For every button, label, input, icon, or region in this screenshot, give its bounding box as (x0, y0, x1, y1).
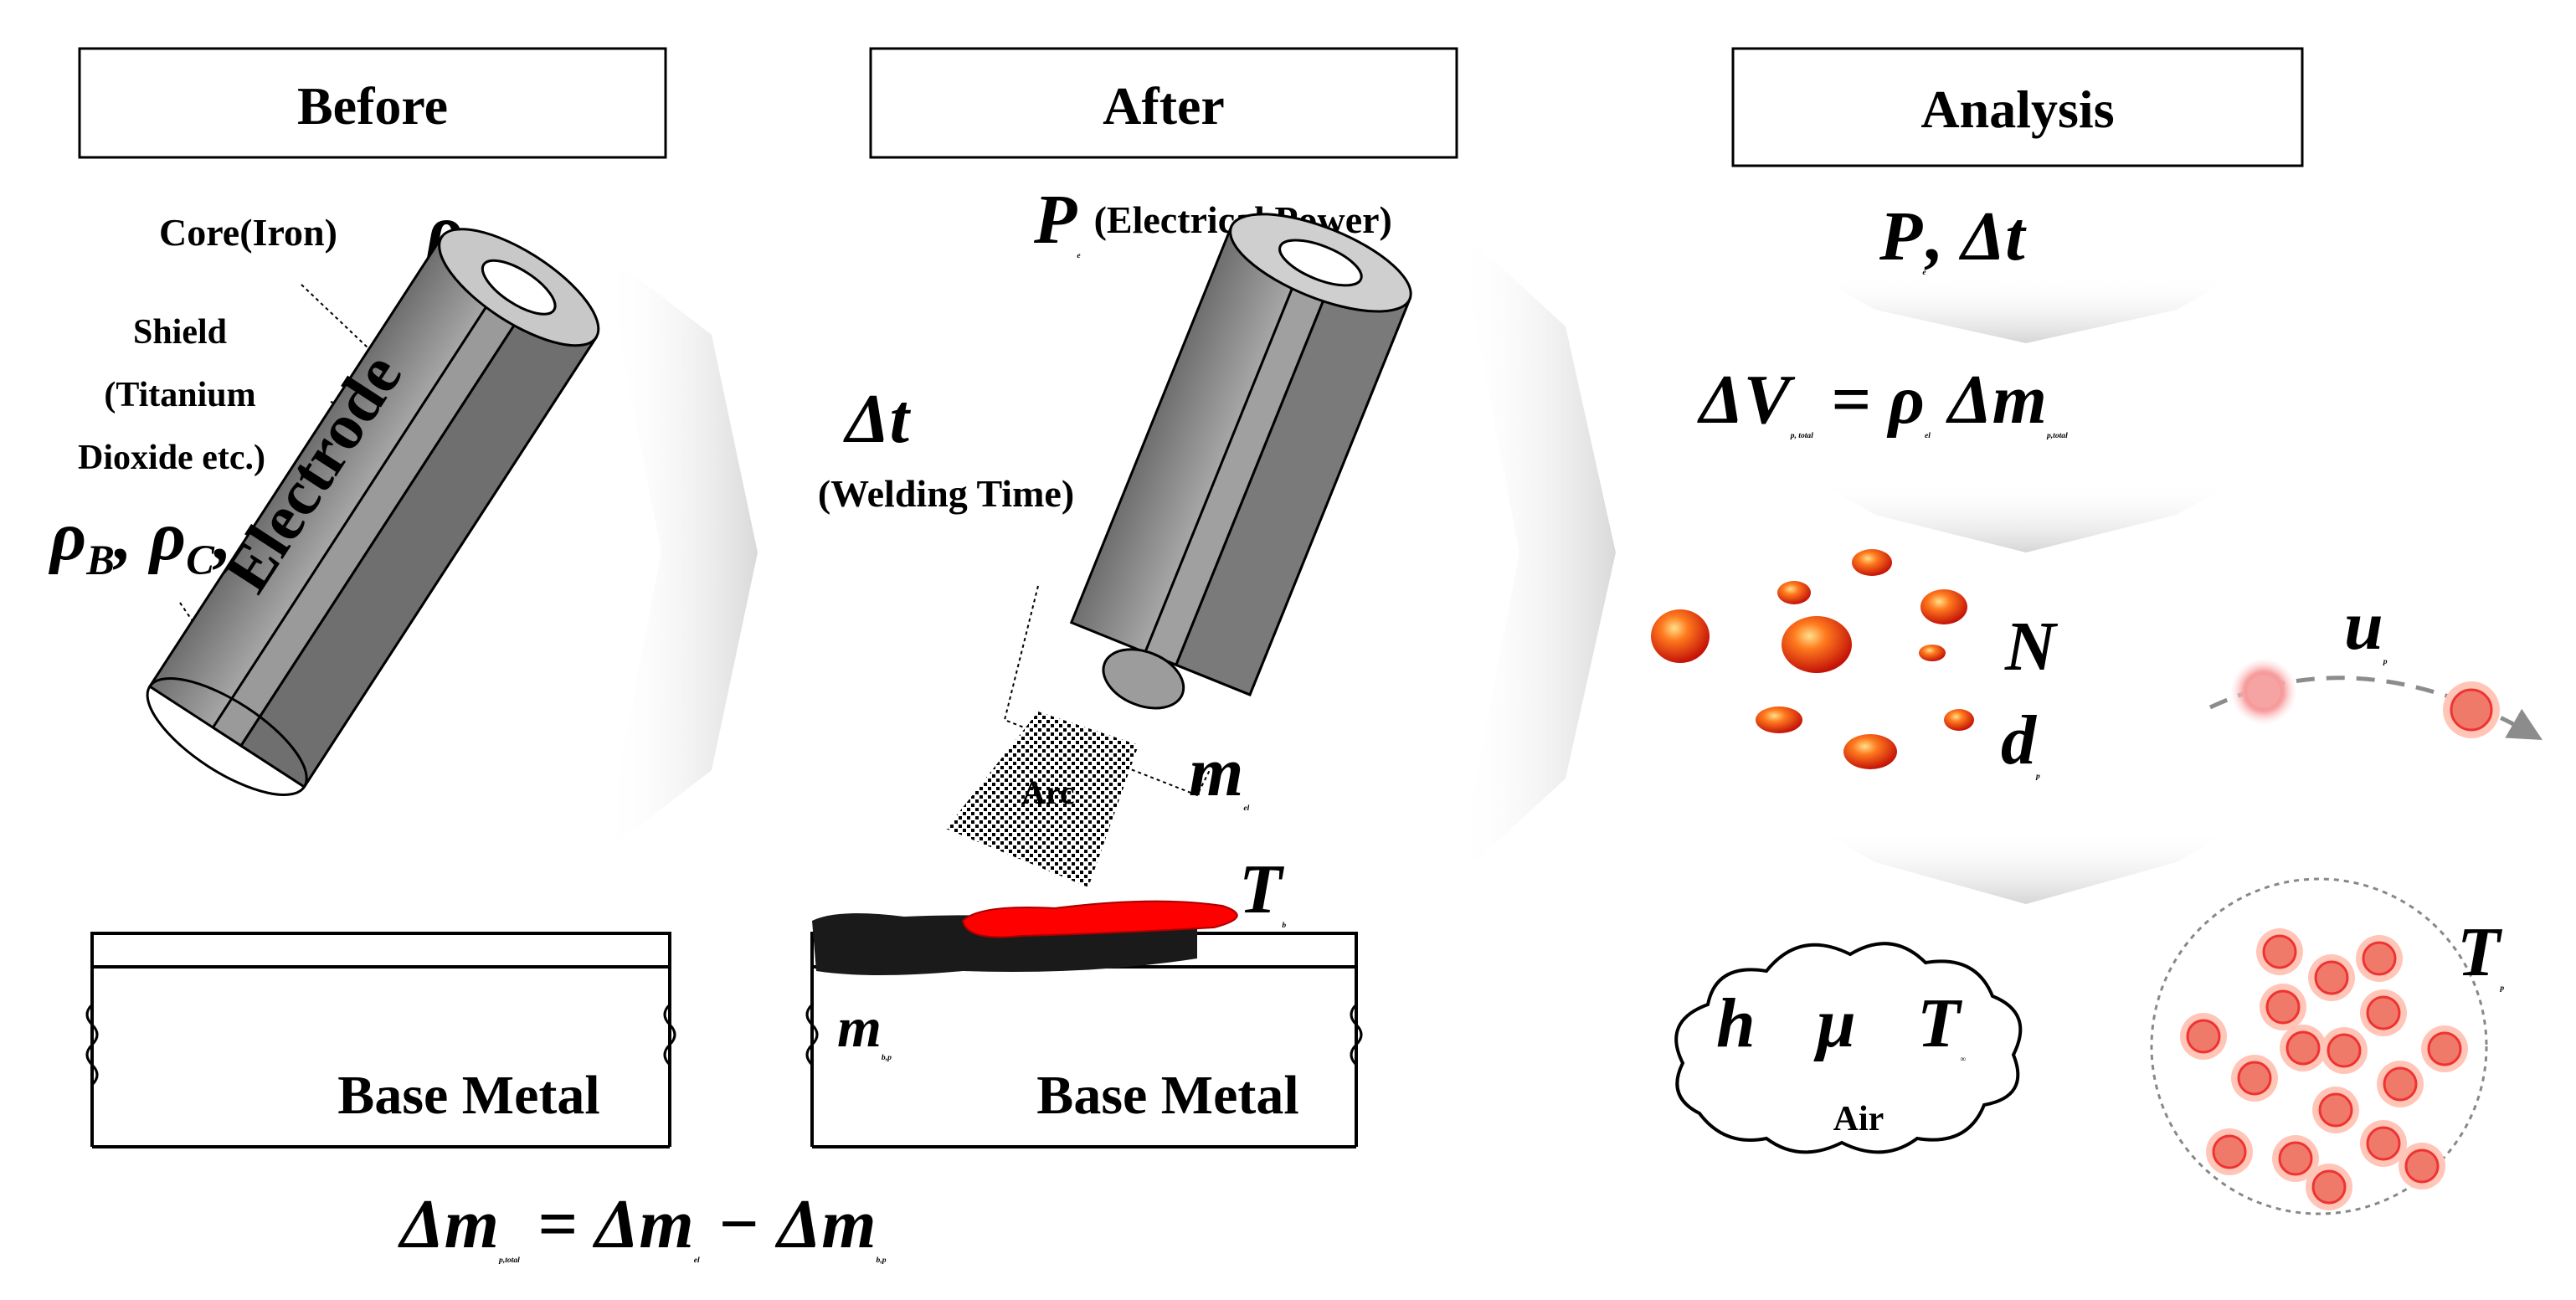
shield-label-1: Shield (133, 313, 227, 352)
arc-spray: Arc (946, 712, 1139, 887)
analysis-inputs: Pe, Δt (1879, 198, 2027, 277)
header-after: After (869, 47, 1458, 159)
shield-label-2: (Titanium (104, 376, 255, 414)
before-panel: Core(Iron) ρA Shield (Titanium Dioxide e… (48, 191, 676, 1148)
svg-text:Analysis: Analysis (1920, 80, 2114, 139)
droplet (1852, 549, 1892, 576)
h-symbol: h (1716, 984, 1756, 1062)
particle-region: Tp (2150, 877, 2504, 1215)
droplet (1777, 581, 1811, 604)
header-before: Before (78, 47, 667, 159)
base-metal-label-after: Base Metal (1036, 1065, 1298, 1126)
air-cloud: h μ T∞ Air (1674, 942, 2023, 1154)
electrode-cylinder: Electrode (146, 228, 600, 796)
volume-equation: ΔVp, total = ρel Δmp,total (1697, 361, 2068, 440)
mu-symbol: μ (1813, 984, 1856, 1062)
mbp-symbol: mb,p (837, 995, 892, 1062)
up-symbol: up (2344, 587, 2388, 666)
droplet (1843, 734, 1897, 769)
down-arrow-3 (1817, 829, 2235, 904)
n-symbol: N (2004, 608, 2059, 686)
mass-balance-equation: Δmp,total = Δmel − Δmb,p (398, 1185, 887, 1265)
air-label: Air (1833, 1100, 1884, 1138)
tp-symbol: Tp (2457, 913, 2504, 993)
droplet (1756, 707, 1802, 733)
base-metal-after: mb,p Base Metal (805, 900, 1363, 1148)
droplet (1651, 609, 1710, 663)
down-arrow-2 (1817, 481, 2235, 552)
shield-label-3: Dioxide etc.) (78, 439, 265, 477)
electrode-after (1069, 213, 1412, 710)
core-label: Core(Iron) (159, 211, 337, 254)
weld-hot-zone (961, 900, 1238, 938)
base-metal-label-before: Base Metal (337, 1065, 599, 1126)
tb-symbol: Tb (1239, 850, 1286, 930)
droplet-cluster (1651, 549, 1974, 769)
analysis-panel: Pe, Δt ΔVp, total = ρel Δmp,total N dp (1651, 198, 2543, 1215)
droplet (1919, 645, 1946, 661)
down-arrow-1 (1817, 276, 2235, 343)
header-analysis: Analysis (1731, 47, 2304, 167)
arc-label: Arc (1021, 773, 1075, 811)
dt-caption: (Welding Time) (818, 472, 1074, 515)
base-metal-before: Base Metal (85, 932, 676, 1148)
flow-arrow-before-after (603, 251, 758, 854)
svg-text:Before: Before (297, 76, 448, 136)
flow-arrow-after-analysis (1457, 226, 1616, 879)
svg-text:After: After (1103, 76, 1225, 136)
dp-symbol: dp (2001, 701, 2040, 781)
droplet (1782, 616, 1852, 673)
droplet (1920, 589, 1967, 624)
dt-symbol: Δt (843, 380, 912, 458)
mel-symbol: mel (1189, 733, 1250, 813)
droplet (1944, 709, 1974, 731)
particle-cluster (2180, 928, 2468, 1210)
tinf-symbol: T∞ (1917, 984, 1966, 1064)
after-panel: Pe(Electrical Power) Δt (Welding Time) A… (805, 181, 1412, 1148)
